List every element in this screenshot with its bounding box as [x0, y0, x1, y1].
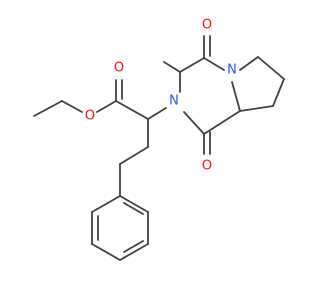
- bonds: [33, 35, 285, 261]
- bond-pyrrolidine-2: [272, 78, 285, 107]
- bond-cmethyl-ctop: [179, 57, 205, 73]
- atom-n-alpha: N: [169, 94, 179, 109]
- bond-pyrrolidine-1: [257, 56, 285, 80]
- bond-bridgehead-cbottom: [203, 110, 241, 135]
- bond-ch2-ch2: [119, 146, 149, 165]
- bond-phenyl-inner-1: [123, 202, 144, 215]
- bond-nring-bridgehead: [231, 81, 241, 112]
- atom-o-ring-bottom: O: [202, 159, 212, 174]
- bond-phenyl-4: [91, 243, 121, 261]
- atom-n-ring: N: [227, 63, 237, 78]
- structure-diagram: O O N N O O: [33, 18, 285, 261]
- bond-methyl: [163, 61, 181, 73]
- bond-o-ester-carbonyl: [96, 100, 117, 113]
- bond-alpha-n: [147, 107, 167, 120]
- atom-o-ester: O: [85, 109, 95, 124]
- bond-ethyl-ch2: [61, 100, 83, 113]
- atom-labels: O O N N O O: [85, 18, 237, 174]
- bond-nring-ch2: [239, 56, 259, 71]
- atom-o-ring-top: O: [202, 18, 212, 33]
- bond-pyrrolidine-3: [239, 105, 274, 112]
- bond-phenyl-6: [91, 195, 121, 213]
- bond-ctop-nring: [203, 57, 225, 71]
- bond-phenyl-3: [119, 243, 149, 261]
- bond-carbonyl-alpha: [115, 100, 149, 120]
- atom-o-carbonyl-top: O: [114, 61, 124, 76]
- bond-phenyl-inner-2: [123, 240, 144, 253]
- bond-ethyl-ch3: [33, 100, 63, 117]
- bond-cbottom-n: [183, 111, 205, 135]
- bond-phenyl-1: [119, 195, 149, 213]
